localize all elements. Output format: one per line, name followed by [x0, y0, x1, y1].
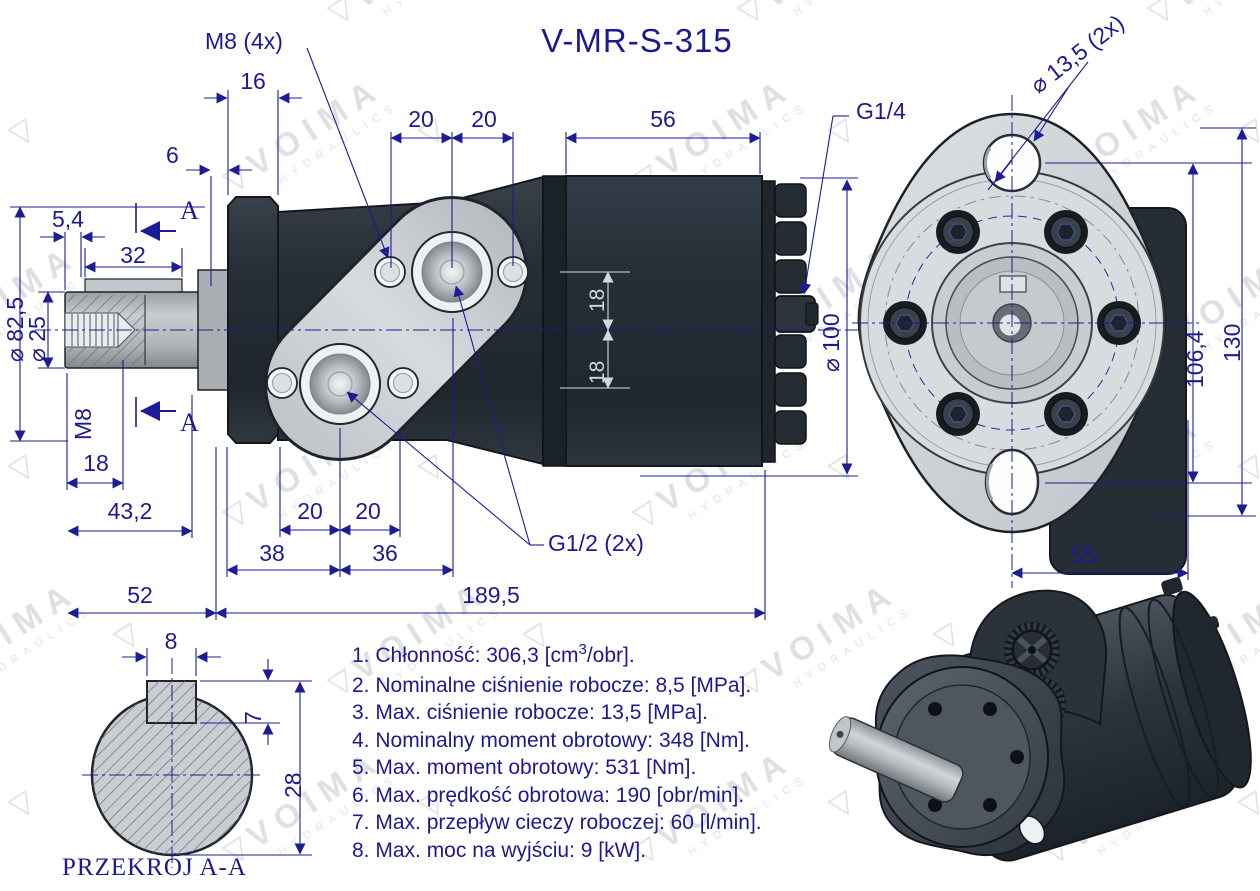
dim-label-20-top-2: 20: [471, 106, 497, 132]
dim-label-phi-100: ⌀ 100: [818, 313, 844, 372]
section-marker-a-bottom: A: [180, 408, 199, 437]
dim-label-g12-2x: G1/2 (2x): [548, 530, 644, 556]
dim-label-189-5: 189,5: [462, 582, 520, 608]
dim-label-18-port-bottom: 18: [586, 360, 609, 384]
dim-label-20-bot-2: 20: [355, 498, 381, 524]
spec-line: 3. Max. ciśnienie robocze: 13,5 [MPa].: [352, 701, 709, 724]
front-view-dimensions: [987, 61, 1256, 580]
dim-label-38: 38: [259, 540, 285, 566]
dim-label-m8-thread: M8: [70, 408, 96, 440]
dim-label-28: 28: [280, 772, 306, 798]
dim-label-16: 16: [240, 68, 266, 94]
dim-label-phi-25: ⌀ 25: [24, 316, 50, 362]
drawing-title: V-MR-S-315: [541, 22, 733, 59]
spec-line: 4. Nominalny moment obrotowy: 348 [Nm].: [352, 728, 750, 752]
dim-label-56: 56: [650, 106, 676, 132]
dim-label-106-4: 106,4: [1182, 330, 1208, 388]
side-view-drawing: [35, 175, 862, 467]
spec-list: 1. Chłonność: 306,3 [cm3/obr]. 2. Nomina…: [352, 641, 762, 864]
dim-label-52: 52: [127, 582, 153, 608]
dim-label-20-bot-1: 20: [297, 498, 323, 524]
section-view-dimensions: [122, 648, 312, 856]
dim-label-6: 6: [166, 142, 179, 168]
dim-label-130: 130: [1219, 323, 1245, 362]
white-dimensions: [560, 271, 630, 389]
dim-label-key-7: 7: [240, 711, 266, 724]
dim-label-key-8: 8: [164, 628, 178, 654]
spec-line: 6. Max. prędkość obrotowa: 190 [obr/min]…: [352, 783, 745, 807]
dim-label-m8-4x: M8 (4x): [205, 28, 283, 54]
dim-label-43-2: 43,2: [107, 498, 153, 524]
spec-line: 5. Max. moment obrotowy: 531 [Nm].: [352, 756, 697, 779]
side-view-dimensions: [10, 47, 858, 620]
dim-label-g14: G1/4: [856, 98, 906, 124]
dim-label-36: 36: [372, 540, 398, 566]
section-title: PRZEKRÓJ A-A: [62, 854, 247, 881]
dim-label-5-4: 5,4: [52, 206, 84, 232]
motor-3d-render: [828, 577, 1252, 862]
section-view-drawing: [82, 658, 262, 868]
spec-line: 2. Nominalne ciśnienie robocze: 8,5 [MPa…: [352, 673, 752, 697]
dim-label-18-shaft: 18: [83, 450, 109, 476]
spec-line: 7. Max. przepływ cieczy roboczej: 60 [l/…: [352, 811, 762, 834]
front-view-drawing: [852, 95, 1200, 588]
spec-line: 1. Chłonność: 306,3 [cm3/obr].: [352, 641, 635, 667]
spec-line: 8. Max. moc na wyjściu: 9 [kW].: [352, 838, 647, 862]
dim-label-20-top-1: 20: [408, 106, 434, 132]
dim-label-32: 32: [120, 242, 146, 268]
section-marker-a-top: A: [180, 196, 199, 225]
dim-label-18-port-top: 18: [586, 288, 609, 312]
dim-label-55: 55: [1070, 542, 1096, 568]
